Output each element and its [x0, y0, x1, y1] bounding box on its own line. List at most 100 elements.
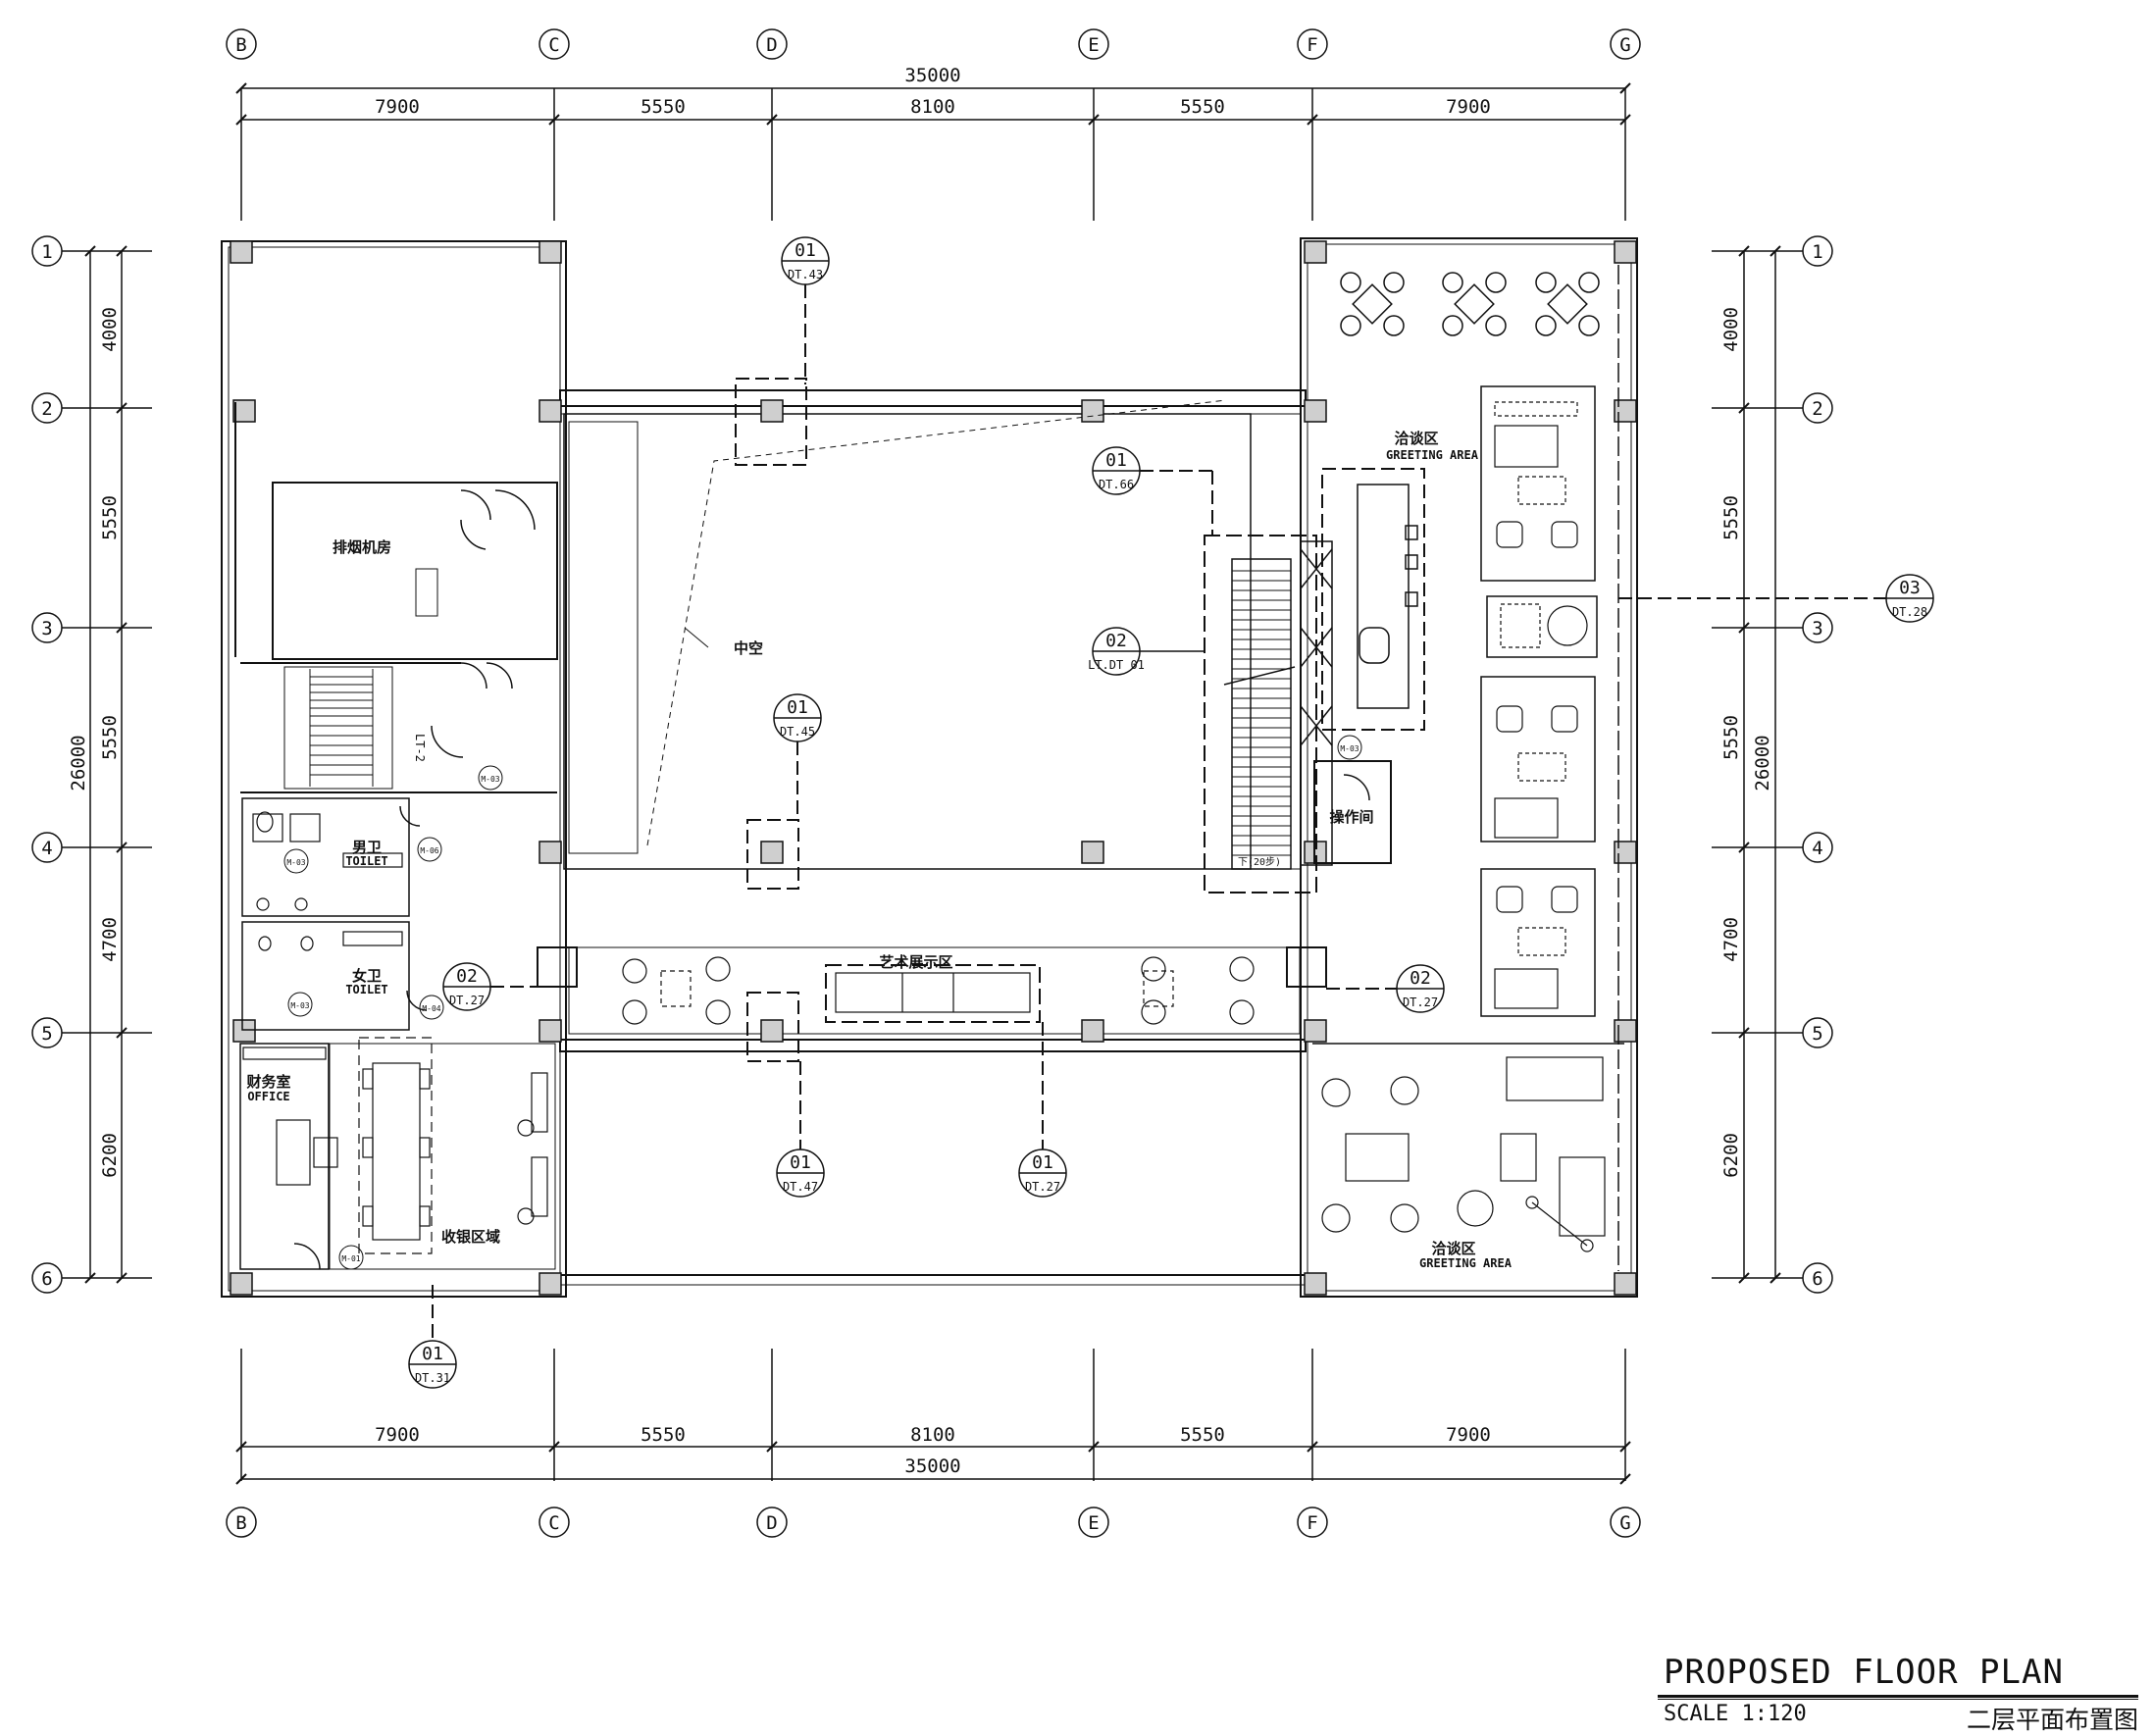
- room-greeting-top-en: GREETING AREA: [1386, 448, 1479, 462]
- reference-callouts: [408, 236, 1934, 1389]
- ref-dt43-number: 01: [795, 240, 816, 261]
- ref-dt28-sheet: DT.28: [1892, 605, 1927, 619]
- reference-labels: 01 DT.43 01 DT.66 03 DT.28 02 LT.DT 01 0…: [415, 240, 1927, 1385]
- grid-col-g-top: G: [1619, 34, 1630, 56]
- room-female-toilet-cn: 女卫: [352, 967, 382, 985]
- left-grid: [31, 235, 152, 1294]
- dim-bottom-2: 5550: [641, 1424, 686, 1446]
- ref-dt47-sheet: DT.47: [783, 1180, 818, 1194]
- lift-label: LT-2: [413, 734, 427, 762]
- drawing-scale: SCALE 1:120: [1664, 1702, 1807, 1726]
- lounge-groups: [1494, 401, 1588, 1009]
- door-tag-4: M-03: [290, 1001, 309, 1010]
- dim-left-total: 26000: [68, 735, 89, 791]
- grid-col-f-bottom: F: [1307, 1512, 1317, 1534]
- ref-dt27c-sheet: DT.27: [1025, 1180, 1060, 1194]
- ref-dt47-number: 01: [790, 1152, 811, 1173]
- bottom-grid-labels: B C D E F G 7900 5550 8100 5550 7900 350…: [235, 1424, 1630, 1534]
- art-display-furniture: [537, 946, 1327, 1025]
- door-tag-5: M-04: [422, 1004, 440, 1013]
- atrium-detail-boxes: [735, 378, 807, 1062]
- ref-dt27c-number: 01: [1032, 1152, 1053, 1173]
- grid-col-f-top: F: [1307, 34, 1317, 56]
- door-tag-circles: [283, 735, 1362, 1270]
- room-operation-label: 操作间: [1329, 808, 1373, 826]
- grid-col-e-top: E: [1088, 34, 1099, 56]
- exhaust-fan: [415, 568, 438, 617]
- room-greeting-bottom-en: GREETING AREA: [1419, 1256, 1513, 1270]
- room-cashier-label: 收银区域: [441, 1228, 500, 1246]
- grid-col-e-bottom: E: [1088, 1512, 1099, 1534]
- bottom-grid: [226, 1349, 1641, 1538]
- dim-left-3: 5550: [99, 715, 121, 760]
- grid-row-2-left: 2: [41, 398, 52, 420]
- room-labels: 排烟机房 中空 男卫 TOILET 女卫 TOILET 财务室 OFFICE 收…: [246, 430, 1512, 1270]
- room-female-toilet-en: TOILET: [345, 983, 387, 996]
- title-block: PROPOSED FLOOR PLAN SCALE 1:120 二层平面布置图: [1658, 1643, 2148, 1734]
- ref-dt27b-number: 02: [1410, 968, 1431, 989]
- ref-dt66-number: 01: [1105, 450, 1127, 471]
- grid-row-2-right: 2: [1812, 398, 1822, 420]
- left-grid-labels: 1 2 3 4 5 6 4000 5550 5550 4700 6200 260…: [41, 241, 121, 1290]
- grid-col-g-bottom: G: [1619, 1512, 1630, 1534]
- grid-row-3-right: 3: [1812, 618, 1822, 639]
- room-male-toilet-en: TOILET: [345, 854, 387, 868]
- grid-col-c-top: C: [548, 34, 559, 56]
- ref-dt27a-sheet: DT.27: [449, 994, 485, 1007]
- dim-left-2: 5550: [99, 495, 121, 540]
- cashier-furniture: [358, 1037, 548, 1254]
- ref-ltdt-sheet: LT.DT 01: [1088, 658, 1145, 672]
- grid-row-6-right: 6: [1812, 1268, 1822, 1290]
- dim-bottom-4: 5550: [1180, 1424, 1225, 1446]
- room-male-toilet-cn: 男卫: [352, 839, 382, 856]
- ref-ltdt-number: 02: [1105, 631, 1127, 651]
- ref-dt28-number: 03: [1899, 578, 1921, 598]
- title-rule-thin: [1658, 1699, 2138, 1700]
- grid-row-5-left: 5: [41, 1023, 52, 1045]
- stair-labels: 下(20步): [1238, 856, 1281, 868]
- grid-col-b-top: B: [235, 34, 246, 56]
- dim-right-4: 4700: [1720, 917, 1742, 962]
- room-atrium-label: 中空: [734, 639, 763, 657]
- dim-total-bottom: 35000: [904, 1455, 960, 1477]
- right-wing-partitions: [1312, 265, 1624, 1271]
- dim-bottom-3: 8100: [910, 1424, 955, 1446]
- right-grid-labels: 1 2 3 4 5 6 4000 5550 5550 4700 6200 260…: [1720, 241, 1823, 1290]
- ref-dt31-number: 01: [422, 1344, 443, 1364]
- left-stair: [309, 669, 374, 787]
- dim-bottom-1: 7900: [375, 1424, 420, 1446]
- dim-total-top: 35000: [904, 65, 960, 86]
- drawing-title-chinese: 二层平面布置图: [1966, 1706, 2138, 1734]
- office-furniture: [242, 1047, 338, 1186]
- door-tag-2: M-03: [286, 858, 305, 867]
- top-dimension-ticks: [235, 82, 1631, 126]
- dim-top-1: 7900: [375, 96, 420, 118]
- door-tag-3: M-06: [420, 846, 438, 855]
- grid-col-b-bottom: B: [235, 1512, 246, 1534]
- grid-col-c-bottom: C: [548, 1512, 559, 1534]
- dim-top-2: 5550: [641, 96, 686, 118]
- drawing-title: PROPOSED FLOOR PLAN: [1664, 1653, 2064, 1692]
- central-stair: [1204, 535, 1333, 894]
- grid-row-5-right: 5: [1812, 1023, 1822, 1045]
- title-rule: [1658, 1695, 2138, 1698]
- grid-row-3-left: 3: [41, 618, 52, 639]
- ref-dt31-sheet: DT.31: [415, 1371, 450, 1385]
- dim-top-5: 7900: [1446, 96, 1491, 118]
- door-tag-6: M-03: [1340, 744, 1359, 753]
- grid-row-6-left: 6: [41, 1268, 52, 1290]
- dim-right-total: 26000: [1752, 735, 1773, 791]
- bottom-lounge: [1321, 1056, 1606, 1252]
- cafe-tables: [1340, 272, 1600, 336]
- right-dimension-ticks: [1738, 245, 1781, 1284]
- left-wing-doors: [293, 489, 536, 1270]
- dim-right-1: 4000: [1720, 307, 1742, 352]
- ref-dt45-number: 01: [787, 697, 808, 718]
- building-outline: [221, 237, 1638, 1298]
- door-tag-7: M-01: [341, 1254, 360, 1263]
- dim-left-1: 4000: [99, 307, 121, 352]
- dim-bottom-5: 7900: [1446, 1424, 1491, 1446]
- ref-dt27b-sheet: DT.27: [1403, 996, 1438, 1009]
- ref-dt45-sheet: DT.45: [780, 725, 815, 739]
- bottom-dimension-ticks: [235, 1441, 1631, 1485]
